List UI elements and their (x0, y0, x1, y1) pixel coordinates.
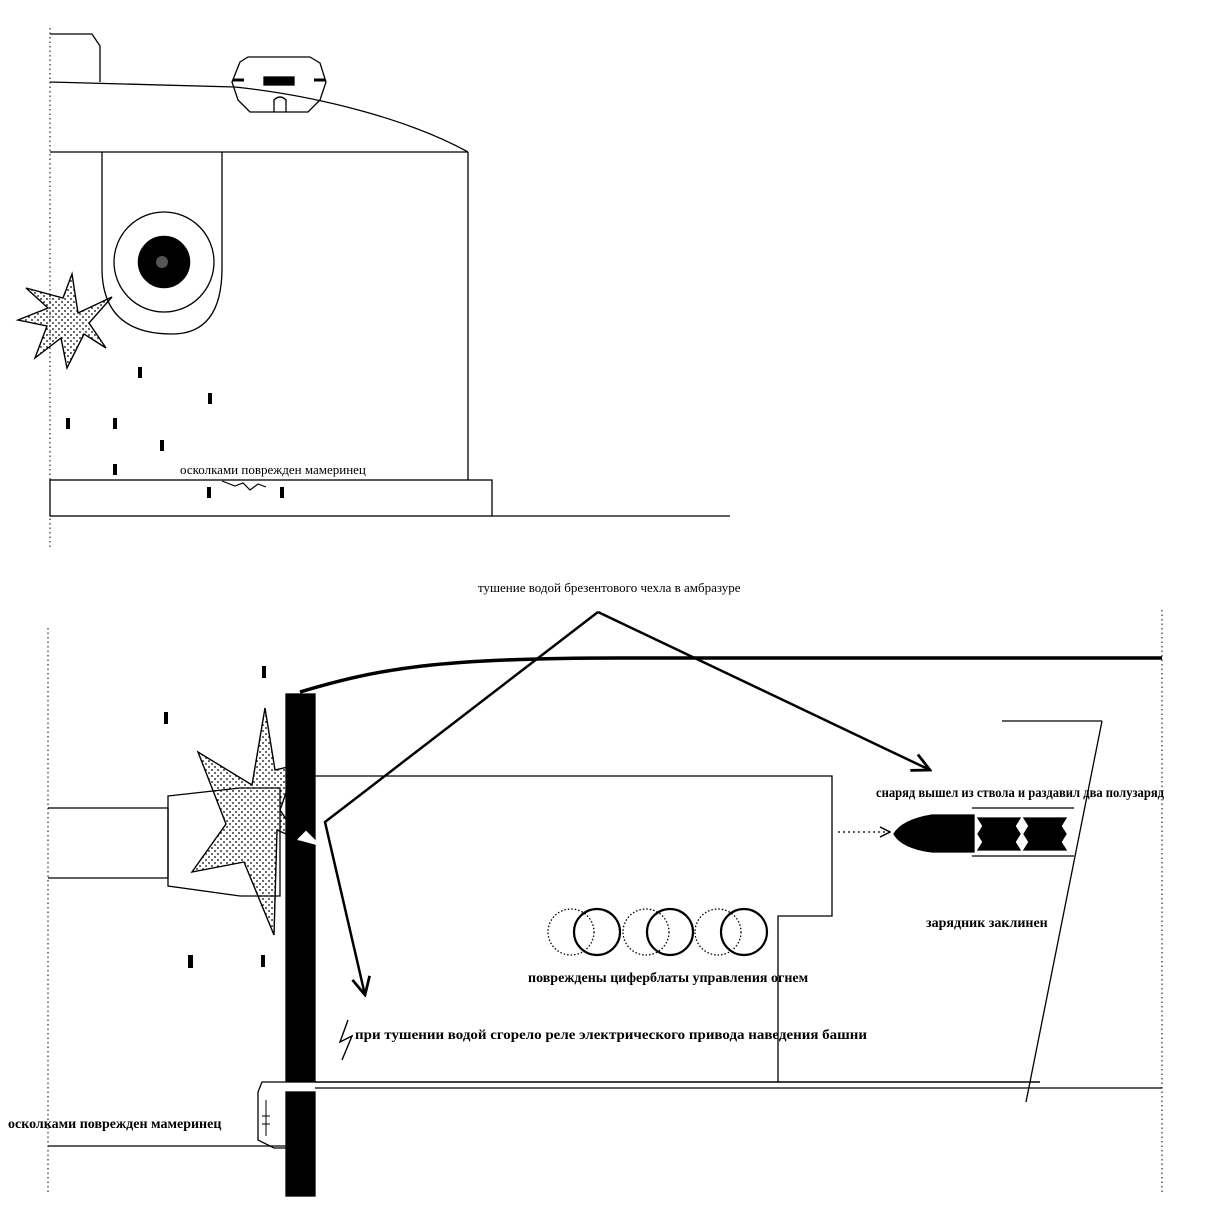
cupola (231, 56, 327, 113)
gun-mount (101, 152, 223, 335)
top-bracket (50, 33, 101, 82)
explosion-star-top (15, 271, 113, 371)
label-mamerinets-bottom: осколками поврежден мамеринец (8, 1117, 221, 1132)
half-charge-2 (1022, 817, 1068, 851)
label-dials: повреждены циферблаты управления огнем (528, 971, 809, 986)
lightning-icon (338, 1019, 354, 1061)
muzzle-outer (113, 211, 215, 313)
label-mamerinets-top: осколками поврежден мамеринец (180, 462, 366, 477)
label-relay: при тушении водой сгорело реле электриче… (355, 1028, 867, 1043)
breech-housing (315, 775, 833, 1082)
fragments-side (164, 666, 266, 968)
side-view (47, 610, 1163, 1197)
label-shell: снаряд вышел из ствола и раздавил два по… (876, 786, 1164, 801)
front-armor-lower (285, 1091, 316, 1197)
rammer-diagonal (1025, 720, 1103, 1103)
explosion-star-side (190, 707, 302, 936)
gun-barrel (48, 807, 169, 879)
label-rammer: зарядник заклинен (926, 916, 1048, 931)
fragments-top (66, 367, 284, 498)
shell (893, 814, 975, 853)
front-armor-plate (285, 693, 316, 1083)
label-tarpaulin: тушение водой брезентового чехла в амбра… (478, 580, 741, 595)
turret-roof (49, 81, 469, 153)
base-plate (49, 479, 493, 517)
mamerinets-bracket (257, 1081, 286, 1149)
mamerinets-crack-top (221, 480, 267, 491)
half-charge-1 (976, 817, 1022, 851)
leader-to-shell (597, 610, 930, 770)
turret-roof-side (299, 656, 1162, 694)
top-view (15, 28, 730, 548)
leader-to-relay (323, 611, 599, 995)
fire-control-dials (547, 907, 769, 957)
